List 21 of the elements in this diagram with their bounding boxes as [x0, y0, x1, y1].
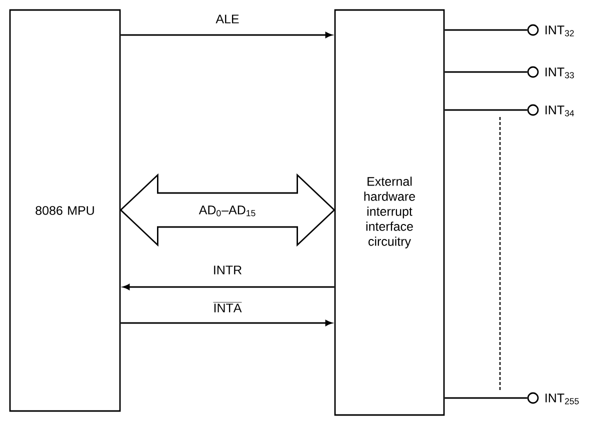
wire	[444, 29, 528, 31]
arrow	[120, 320, 332, 326]
edge-label: $\overline{\mathrm{INTA}}$	[213, 302, 242, 312]
arrow	[120, 32, 332, 38]
terminal-circle	[527, 104, 539, 116]
wire	[444, 397, 528, 399]
wire	[444, 71, 528, 73]
terminal-label: INT$_{33}$	[546, 68, 574, 78]
block-box: 8086 MPU	[9, 9, 121, 412]
wire	[444, 109, 528, 111]
edge-label: INTR	[214, 266, 242, 274]
terminal-circle	[527, 24, 539, 36]
terminal-circle	[527, 66, 539, 78]
block-box: External hardware interrupt interface circuitry	[334, 9, 445, 416]
edge-label: ALE	[216, 14, 239, 24]
terminal-label: INT$_{32}$	[546, 26, 574, 36]
edge-label: AD$_{0}$–AD$_{15}$	[198, 206, 256, 216]
terminal-label: INT$_{34}$	[546, 106, 574, 116]
arrow	[122, 284, 334, 290]
terminal-label: INT$_{255}$	[546, 394, 579, 404]
terminal-circle	[527, 392, 539, 404]
